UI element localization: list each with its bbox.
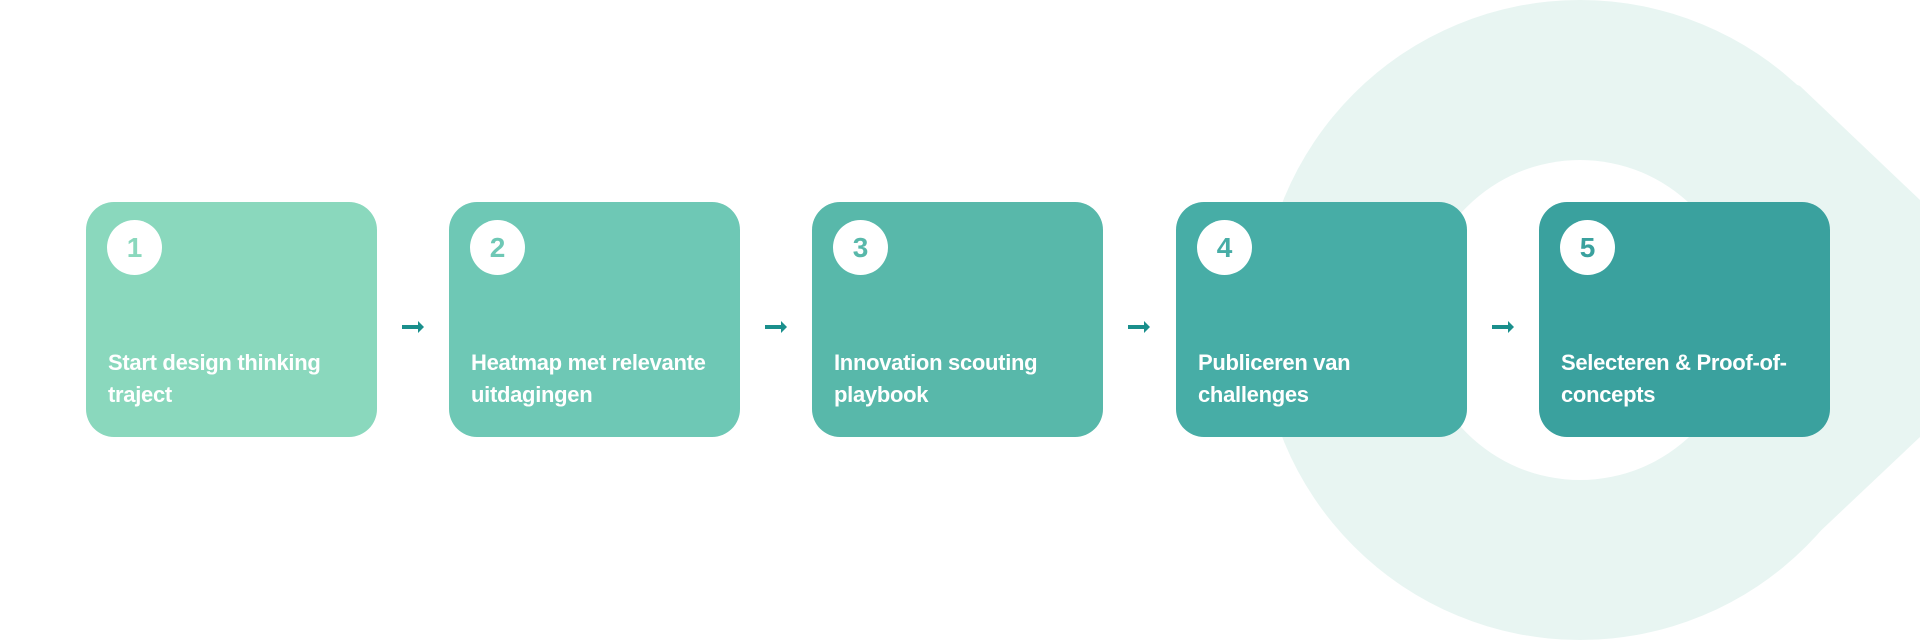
step-number-badge: 2 <box>470 220 525 275</box>
step-label: Start design thinking traject <box>108 350 321 407</box>
step-label: Publiceren van challenges <box>1198 350 1351 407</box>
arrow-right-icon <box>765 321 787 333</box>
step-number-badge: 4 <box>1197 220 1252 275</box>
step-label: Selecteren & Proof-of-concepts <box>1561 350 1787 407</box>
step-label: Innovation scouting playbook <box>834 350 1038 407</box>
step-number-badge: 3 <box>833 220 888 275</box>
arrow-right-icon <box>1128 321 1150 333</box>
step-number-badge: 5 <box>1560 220 1615 275</box>
arrow-right-icon <box>1492 321 1514 333</box>
step-number-badge: 1 <box>107 220 162 275</box>
arrow-right-icon <box>402 321 424 333</box>
step-label: Heatmap met relevante uitdagingen <box>471 350 706 407</box>
